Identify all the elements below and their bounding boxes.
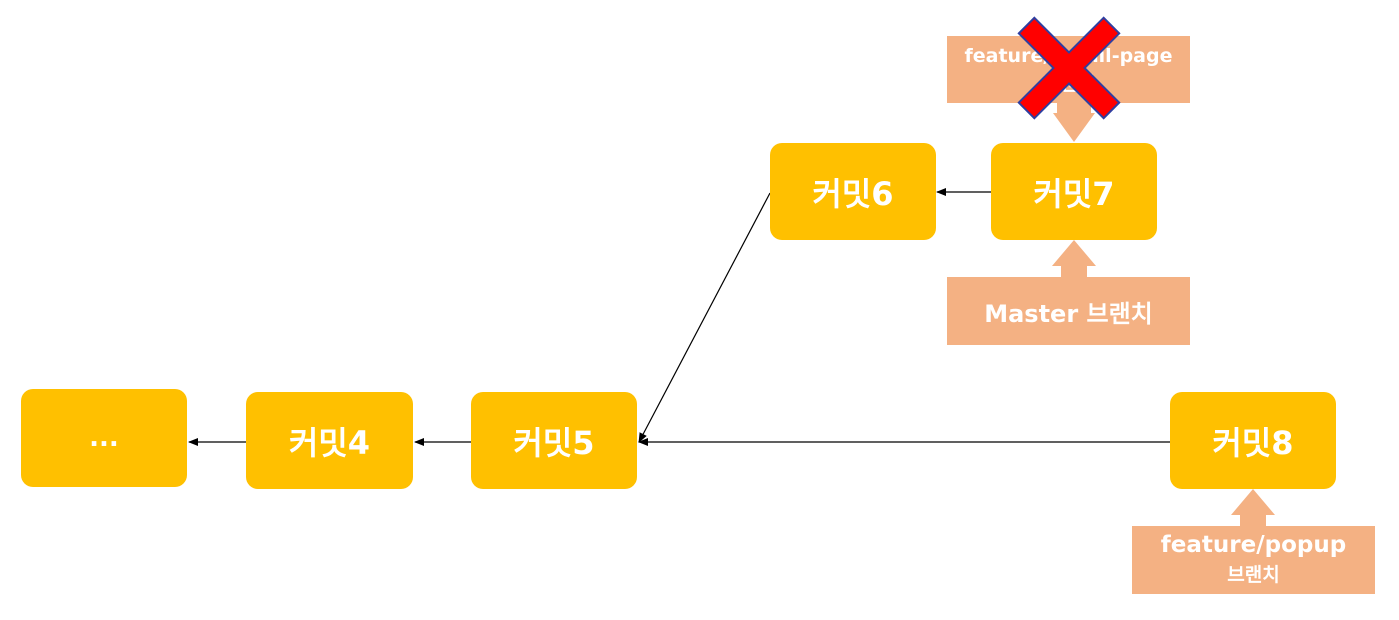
commit-8: 커밋8 <box>1170 392 1336 489</box>
pointer-arrow-detail-page <box>1053 103 1095 142</box>
commit-ellipsis: ... <box>21 389 187 487</box>
branch-label-popup: feature/popup 브랜치 <box>1132 526 1375 594</box>
delete-mark-icon <box>1017 16 1121 120</box>
commit-4-label: 커밋4 <box>288 423 371 462</box>
commit-5-label: 커밋5 <box>513 423 595 462</box>
branch-popup-name: feature/popup <box>1160 532 1347 558</box>
commit-ellipsis-label: ... <box>89 423 119 453</box>
commit-6-label: 커밋6 <box>812 174 894 213</box>
branch-label-master: Master 브랜치 <box>947 277 1190 345</box>
commit-7-label: 커밋7 <box>1033 174 1115 213</box>
commit-4: 커밋4 <box>246 392 413 489</box>
commit-6: 커밋6 <box>770 143 936 240</box>
commit-5: 커밋5 <box>471 392 637 489</box>
commit-7: 커밋7 <box>991 143 1157 240</box>
pointer-arrow-master <box>1052 240 1096 277</box>
edge-c6-to-c5 <box>638 192 771 443</box>
branch-popup-suffix: 브랜치 <box>1227 564 1280 586</box>
pointer-arrow-popup <box>1231 489 1275 526</box>
branch-master-name: Master 브랜치 <box>984 299 1153 328</box>
commit-8-label: 커밋8 <box>1212 423 1294 462</box>
